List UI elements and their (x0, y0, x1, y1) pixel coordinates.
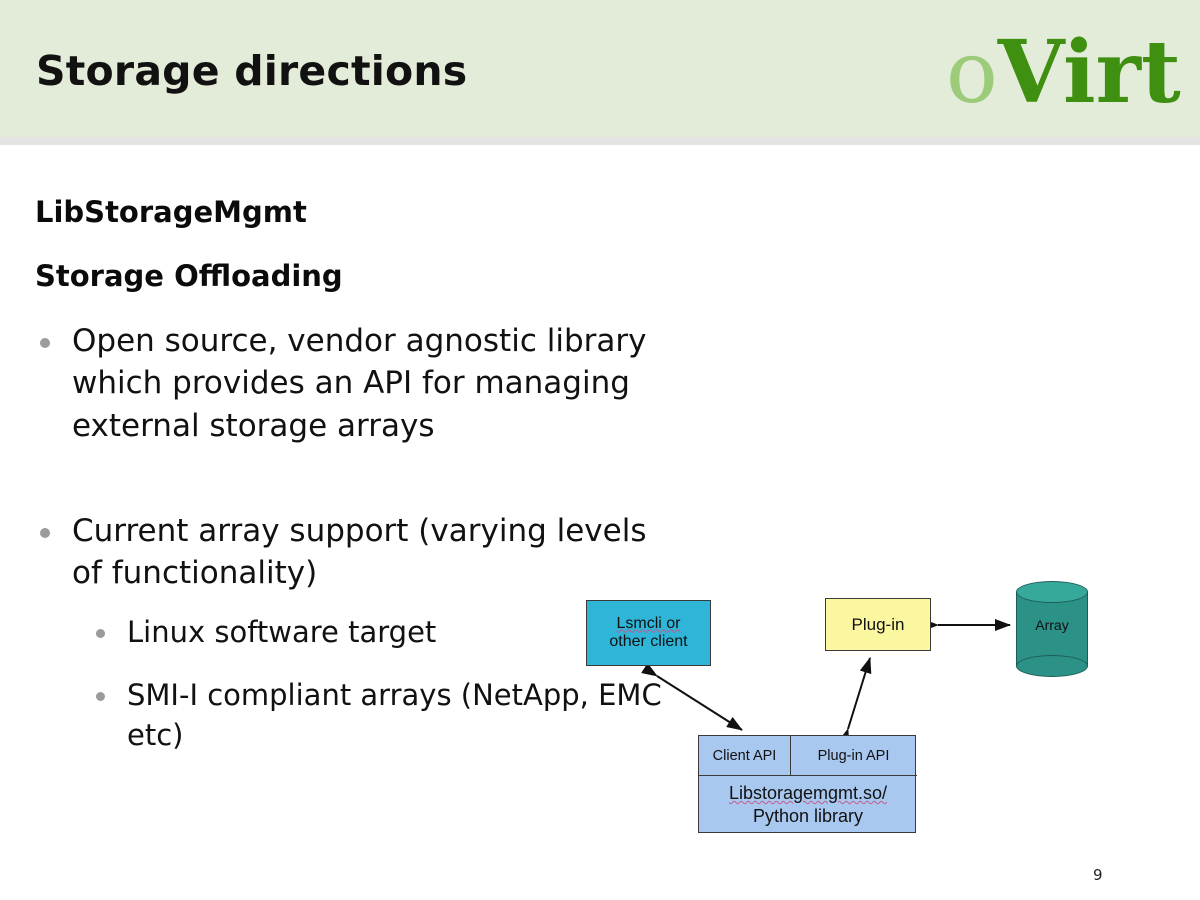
bullet-dot-icon (96, 692, 105, 701)
library-name-row: Libstoragemgmt.so/ Python library (699, 776, 917, 833)
sub-bullet-text: Linux software target (127, 615, 437, 649)
client-box-line2: other client (609, 633, 688, 650)
library-api-row: Client API Plug-in API (699, 736, 917, 775)
page-title: Storage directions (36, 47, 468, 95)
heading-libstoragemgmt: LibStorageMgmt (35, 195, 307, 229)
ovirt-logo: oVirt (946, 30, 1181, 117)
plugin-box-label: Plug-in (851, 614, 905, 634)
diagram-node-array: Array (1016, 581, 1088, 677)
library-line2: Python library (752, 805, 864, 826)
cylinder-top (1016, 581, 1088, 603)
sub-bullet-item: SMI-I compliant arrays (NetApp, EMC etc) (96, 676, 696, 755)
logo-text-virt: Virt (997, 22, 1181, 123)
header-band (0, 0, 1200, 137)
arrow-pluginapi-to-plugin (837, 657, 872, 746)
bullet-dot-icon (40, 338, 50, 348)
bullet-text: Current array support (varying levels of… (72, 513, 647, 592)
diagram-node-client: Lsmcli or other client (586, 600, 711, 666)
logo-letter-o: o (946, 23, 998, 123)
cylinder-body (1016, 592, 1088, 666)
bullet-text: Open source, vendor agnostic library whi… (72, 323, 647, 444)
bullet-dot-icon (40, 528, 50, 538)
bullet-item: Current array support (varying levels of… (40, 510, 680, 595)
header-divider (0, 137, 1200, 145)
heading-storage-offloading: Storage Offloading (35, 259, 343, 293)
library-divider (699, 775, 917, 776)
array-label: Array (1035, 617, 1069, 633)
library-plugin-api-cell: Plug-in API (817, 747, 890, 764)
diagram-node-plugin: Plug-in (825, 598, 931, 651)
library-client-api-cell: Client API (699, 736, 791, 775)
sub-bullet-item: Linux software target (96, 613, 696, 653)
diagram-node-library: Client API Plug-in API Libstoragemgmt.so… (698, 735, 917, 833)
bullet-item: Open source, vendor agnostic library whi… (40, 320, 680, 447)
sub-bullet-text: SMI-I compliant arrays (NetApp, EMC etc) (127, 678, 662, 752)
bullet-dot-icon (96, 629, 105, 638)
client-box-line1: Lsmcli or (616, 614, 681, 632)
library-line1: Libstoragemgmt.so/ (728, 783, 888, 803)
page-number: 9 (1093, 866, 1103, 884)
cylinder-bottom (1016, 655, 1088, 677)
arrow-client-to-clientapi (641, 662, 743, 731)
